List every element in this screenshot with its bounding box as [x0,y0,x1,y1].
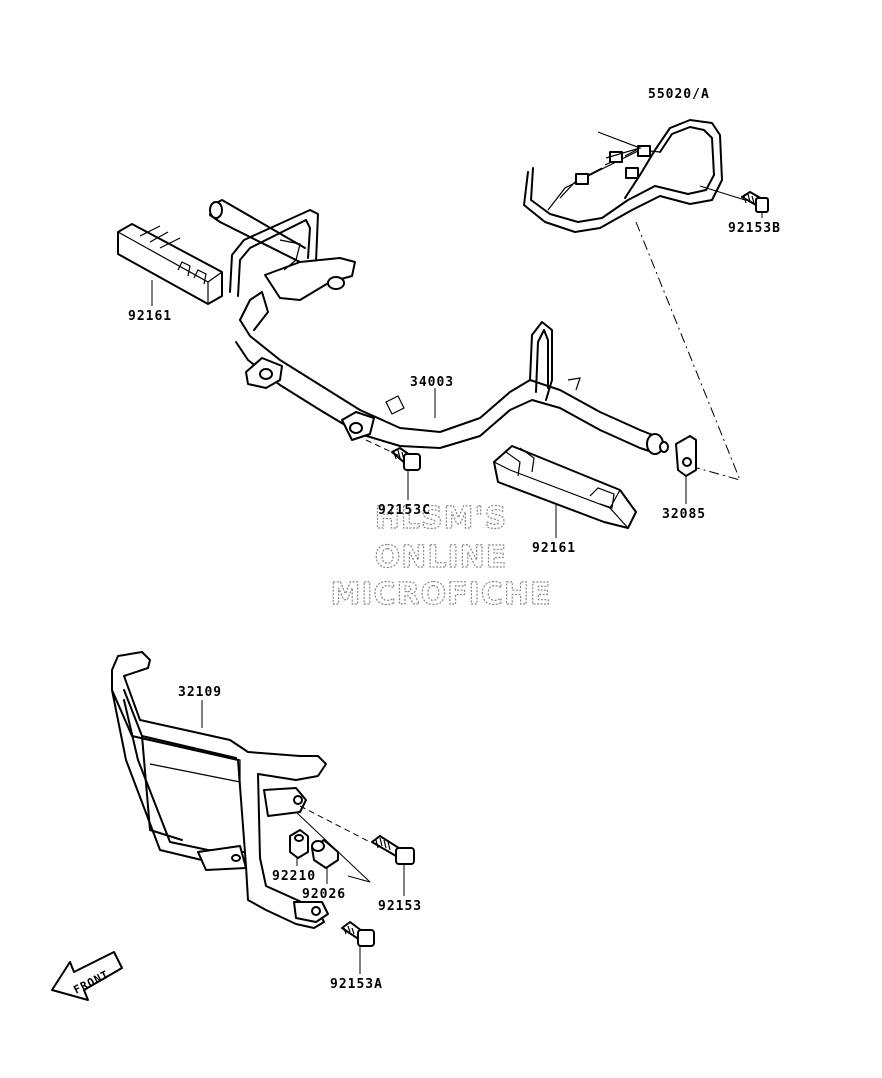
main-frame-drawing[interactable] [209,199,669,455]
part-label-55020a[interactable]: 55020/A [648,87,710,102]
watermark-line-2: ONLINE [375,540,508,575]
part-label-92026[interactable]: 92026 [302,887,346,902]
rear-guard-drawing[interactable] [523,119,723,233]
front-direction-arrow: FRONT [51,951,123,1001]
bolt-92153b-drawing[interactable] [741,191,769,213]
bolt-92153c-drawing[interactable] [391,447,421,471]
watermark: HLSM'S ONLINE MICROFICHE [330,500,552,612]
part-label-92161-upper[interactable]: 92161 [128,309,172,324]
footrest-rubber-right-drawing[interactable] [493,445,637,529]
watermark-line-1: HLSM'S [375,501,507,536]
part-label-34003[interactable]: 34003 [410,375,454,390]
part-label-92153c[interactable]: 92153C [378,503,431,518]
part-label-32109[interactable]: 32109 [178,685,222,700]
front-guard-drawing[interactable] [111,651,329,929]
collar-92210-drawing[interactable] [289,829,309,859]
bolt-92153a-drawing[interactable] [341,921,375,947]
bracket-32085-drawing[interactable] [675,435,697,477]
part-label-92153b[interactable]: 92153B [728,221,781,236]
bolt-92153-drawing[interactable] [371,835,415,865]
part-labels: 55020/A 92153B 92161 34003 92153C 92161 … [128,87,781,992]
spacer-92026-drawing[interactable] [311,839,339,869]
part-label-92153[interactable]: 92153 [378,899,422,914]
part-label-92161-lower[interactable]: 92161 [532,541,576,556]
footrest-rubber-left-drawing[interactable] [117,223,223,305]
part-label-92153a[interactable]: 92153A [330,977,383,992]
part-label-92210[interactable]: 92210 [272,869,316,884]
part-label-32085[interactable]: 32085 [662,507,706,522]
watermark-line-3: MICROFICHE [331,577,552,612]
